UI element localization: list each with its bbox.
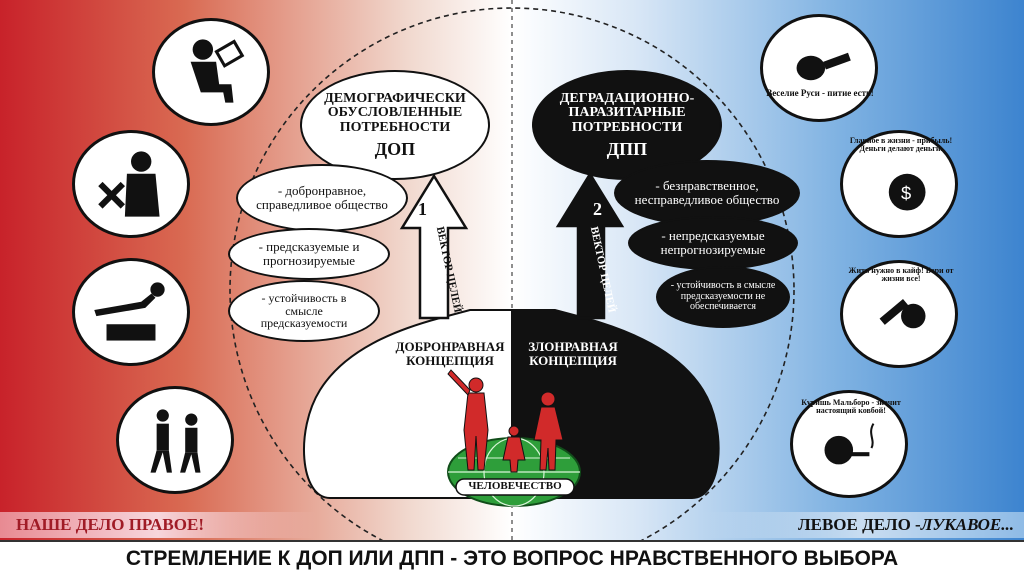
hikers-icon (116, 386, 234, 494)
dop-item-3: - устойчивость в смысле предсказуемости (228, 280, 380, 342)
footer-statement: СТРЕМЛЕНИЕ К ДОП ИЛИ ДПП - ЭТО ВОПРОС НР… (0, 540, 1024, 574)
dop-item-2-text: - предсказуемые и прогнозируемые (258, 239, 360, 268)
left-banner-text: НАШЕ ДЕЛО ПРАВОЕ! (16, 515, 204, 534)
evil-concept-label: ЗЛОНРАВНАЯ КОНЦЕПЦИЯ (528, 339, 618, 368)
arrow-2 (555, 171, 625, 320)
left-banner: НАШЕ ДЕЛО ПРАВОЕ! (0, 512, 316, 538)
smoking-man-icon: Куришь Мальборо - значит настоящий ковбо… (790, 390, 908, 498)
worker-tools-icon (72, 130, 190, 238)
dpp-title-bubble: ДЕГРАДАЦИОННО-ПАРАЗИТАРНЫЕ ПОТРЕБНОСТИ Д… (532, 70, 722, 180)
arrow-1-number: 1 (418, 199, 427, 219)
humanity-label-box (455, 478, 575, 496)
dpp-item-3-text: - устойчивость в смысле предсказуемости … (670, 280, 776, 313)
gymnast-icon (72, 258, 190, 366)
slogan-4: Куришь Мальборо - значит настоящий ковбо… (801, 398, 901, 416)
footer-text: СТРЕМЛЕНИЕ К ДОП ИЛИ ДПП - ЭТО ВОПРОС НР… (125, 547, 899, 570)
dpp-item-1-text: - безнравственное, несправедливое общест… (634, 178, 780, 207)
slogan-1: Веселие Руси - питие есть! (766, 88, 874, 98)
svg-text:$: $ (901, 182, 911, 203)
dop-item-1: - добронравное, справедливое общество (236, 164, 408, 232)
arrow-2-number: 2 (593, 199, 602, 219)
good-concept-label: ДОБРОНРАВНАЯ КОНЦЕПЦИЯ (395, 339, 505, 368)
dashed-circle (229, 7, 795, 540)
dpp-item-2-text: - непредсказуемые непрогнозируемые (660, 228, 766, 257)
dpp-item-2: - непредсказуемые непрогнозируемые (628, 216, 798, 270)
dop-abbr: ДОП (374, 138, 416, 159)
dpp-title: ДЕГРАДАЦИОННО-ПАРАЗИТАРНЫЕ ПОТРЕБНОСТИ (559, 90, 695, 135)
arrow-1 (399, 173, 469, 320)
syringe-hand-icon: Жить нужно в кайф! Бери от жизни все! (840, 260, 958, 368)
good-concept-dome (303, 309, 513, 499)
money-bag-icon: $ Главное в жизни - прибыль! Деньги дела… (840, 130, 958, 238)
dop-item-3-text: - устойчивость в смысле предсказуемости (260, 291, 348, 331)
dop-item-2: - предсказуемые и прогнозируемые (228, 228, 390, 280)
dpp-abbr: ДПП (606, 138, 648, 159)
dpp-item-3: - устойчивость в смысле предсказуемости … (656, 266, 790, 328)
dop-item-1-text: - добронравное, справедливое общество (256, 183, 388, 212)
dop-title-bubble: ДЕМОГРАФИЧЕСКИ ОБУСЛОВЛЕННЫЕ ПОТРЕБНОСТИ… (300, 70, 490, 180)
drinking-man-icon: Веселие Руси - питие есть! (760, 14, 878, 122)
humanity-label: ЧЕЛОВЕЧЕСТВО (468, 480, 562, 492)
right-banner-text-2: ЛУКАВОЕ... (920, 515, 1014, 534)
slogan-3: Жить нужно в кайф! Бери от жизни все! (848, 266, 954, 284)
family-icon (447, 369, 564, 473)
slogan-2: Главное в жизни - прибыль! Деньги делают… (849, 136, 953, 154)
right-banner-text-1: ЛЕВОЕ ДЕЛО - (797, 515, 921, 534)
reading-girl-icon (152, 18, 270, 126)
dpp-item-1: - безнравственное, несправедливое общест… (614, 160, 800, 226)
right-banner: ЛЕВОЕ ДЕЛО - ЛУКАВОЕ... (700, 512, 1024, 538)
dop-title: ДЕМОГРАФИЧЕСКИ ОБУСЛОВЛЕННЫЕ ПОТРЕБНОСТИ (324, 90, 466, 135)
central-diagram (229, 0, 795, 540)
